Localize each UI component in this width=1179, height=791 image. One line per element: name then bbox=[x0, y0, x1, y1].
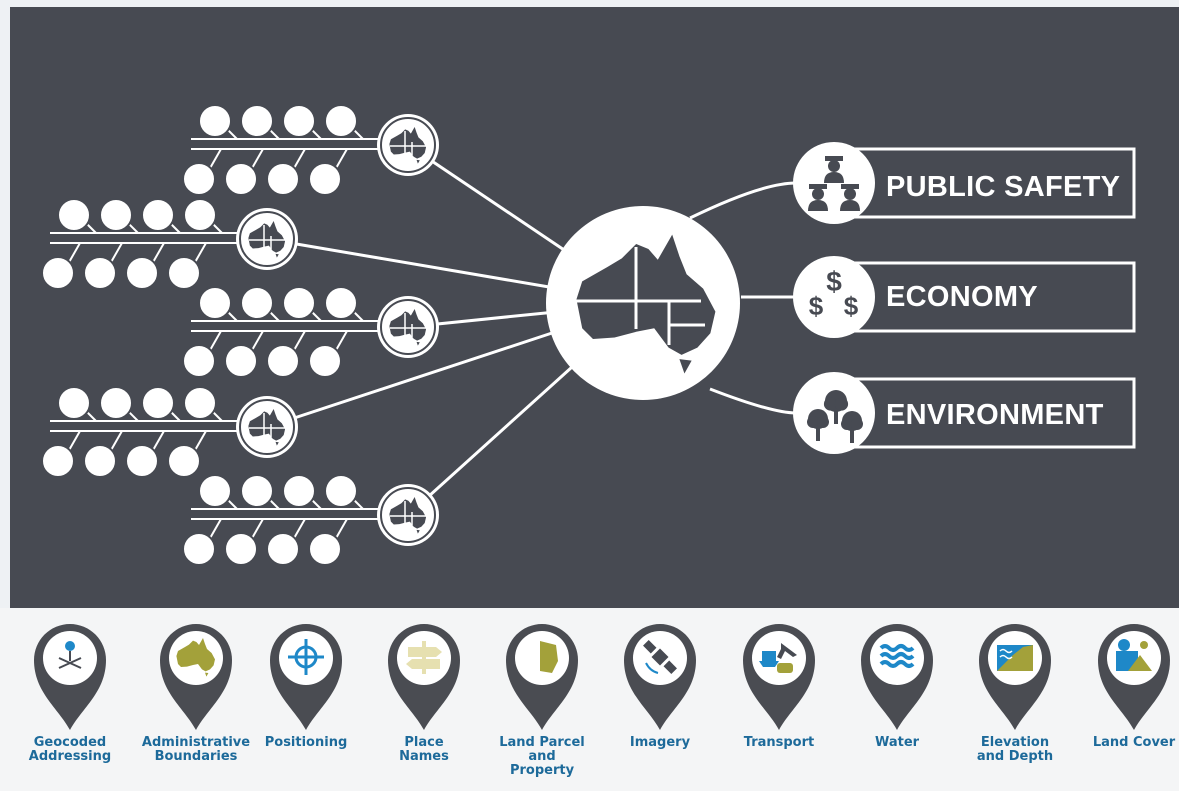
data-leaf-node bbox=[224, 532, 258, 566]
outcome-label-environment: ENVIRONMENT bbox=[886, 399, 1104, 431]
data-leaf-node bbox=[308, 162, 342, 196]
signpost-icon bbox=[388, 624, 460, 730]
data-leaf-node bbox=[240, 474, 274, 508]
svg-text:$: $ bbox=[844, 291, 859, 321]
data-leaf-node bbox=[240, 104, 274, 138]
elevation-icon bbox=[979, 624, 1051, 730]
data-leaf-node bbox=[141, 198, 175, 232]
transport-icon bbox=[743, 624, 815, 730]
theme-label: Transport bbox=[743, 735, 815, 750]
data-leaf-node bbox=[83, 444, 117, 478]
outcome-circle bbox=[793, 256, 875, 338]
data-leaf-node bbox=[266, 162, 300, 196]
data-leaf-node bbox=[141, 386, 175, 420]
data-leaf-node bbox=[167, 444, 201, 478]
theme-label: Land Cover bbox=[1092, 735, 1176, 750]
data-leaf-node bbox=[266, 344, 300, 378]
crosshair-icon bbox=[270, 624, 342, 730]
diagram-panel: $$$ PUBLIC SAFETY ECONOMY ENVIRONMENT bbox=[10, 7, 1179, 608]
data-leaf-node bbox=[99, 198, 133, 232]
outcome-label-economy: ECONOMY bbox=[886, 281, 1038, 313]
data-leaf-node bbox=[324, 104, 358, 138]
theme-item-land-cover: Land Cover bbox=[1076, 620, 1179, 750]
data-leaf-node bbox=[83, 256, 117, 290]
data-leaf-node bbox=[308, 532, 342, 566]
data-network bbox=[41, 104, 740, 566]
data-leaf-node bbox=[266, 532, 300, 566]
data-leaf-node bbox=[224, 162, 258, 196]
dollar-signs-icon: $$$ bbox=[809, 266, 859, 321]
data-cluster bbox=[182, 104, 439, 196]
land-cover-icon bbox=[1098, 624, 1170, 730]
police-officers-icon bbox=[808, 156, 860, 211]
address-pin-icon bbox=[34, 624, 106, 730]
data-leaf-node bbox=[198, 286, 232, 320]
hub-connector bbox=[266, 330, 556, 429]
data-leaf-node bbox=[57, 386, 91, 420]
outcome-connector bbox=[709, 387, 797, 415]
data-leaf-node bbox=[125, 256, 159, 290]
data-leaf-node bbox=[198, 104, 232, 138]
data-leaf-node bbox=[167, 256, 201, 290]
data-leaf-node bbox=[41, 444, 75, 478]
data-leaf-node bbox=[282, 474, 316, 508]
data-cluster bbox=[182, 286, 439, 378]
data-leaf-node bbox=[125, 444, 159, 478]
satellite-icon bbox=[624, 624, 696, 730]
data-leaf-node bbox=[198, 474, 232, 508]
data-cluster bbox=[41, 198, 298, 290]
data-leaf-node bbox=[282, 286, 316, 320]
data-leaf-node bbox=[308, 344, 342, 378]
data-leaf-node bbox=[182, 344, 216, 378]
outcome-label-public-safety: PUBLIC SAFETY bbox=[886, 171, 1121, 203]
trees-icon bbox=[807, 390, 863, 443]
data-leaf-node bbox=[183, 198, 217, 232]
theme-item-imagery: Imagery bbox=[602, 620, 718, 750]
data-leaf-node bbox=[324, 286, 358, 320]
data-leaf-node bbox=[57, 198, 91, 232]
hub-connector bbox=[266, 237, 552, 289]
data-leaf-node bbox=[282, 104, 316, 138]
hub-connector bbox=[406, 364, 575, 517]
data-leaf-node bbox=[224, 344, 258, 378]
theme-item-transport: Transport bbox=[721, 620, 837, 750]
svg-text:$: $ bbox=[809, 291, 824, 321]
theme-label: Imagery bbox=[629, 735, 691, 750]
outcome-panels: $$$ bbox=[689, 142, 1136, 454]
theme-item-water: Water bbox=[839, 620, 955, 750]
australia-map-icon bbox=[160, 624, 232, 730]
data-leaf-node bbox=[182, 162, 216, 196]
theme-item-positioning: Positioning bbox=[248, 620, 364, 750]
theme-label: Positioning bbox=[264, 735, 348, 750]
data-leaf-node bbox=[182, 532, 216, 566]
land-parcel-icon bbox=[506, 624, 578, 730]
outcome-connector bbox=[689, 181, 797, 220]
data-leaf-node bbox=[183, 386, 217, 420]
data-leaf-node bbox=[99, 386, 133, 420]
hub-connector bbox=[407, 143, 567, 253]
data-leaf-node bbox=[240, 286, 274, 320]
data-cluster bbox=[182, 474, 439, 566]
data-leaf-node bbox=[324, 474, 358, 508]
svg-text:$: $ bbox=[826, 266, 842, 297]
water-waves-icon bbox=[861, 624, 933, 730]
data-cluster bbox=[41, 386, 298, 478]
theme-label: Water bbox=[874, 735, 920, 750]
data-leaf-node bbox=[41, 256, 75, 290]
